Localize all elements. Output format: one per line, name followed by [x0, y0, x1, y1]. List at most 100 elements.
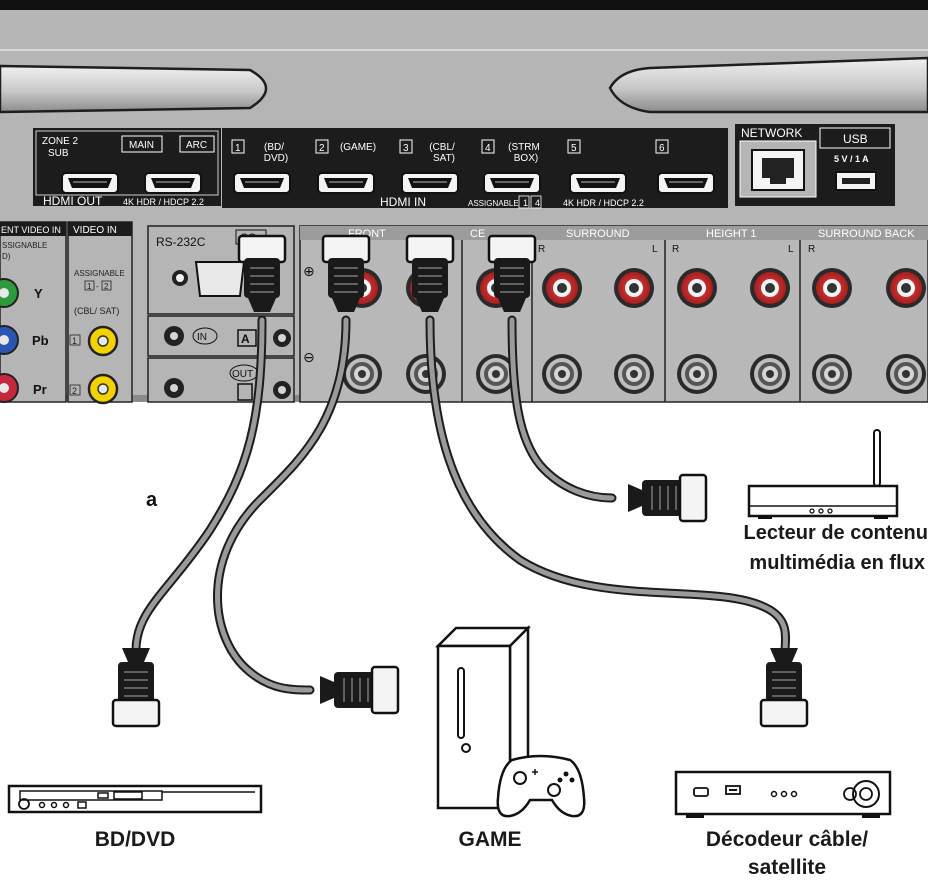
hdmi-out-hdr-label: 4K HDR / HDCP 2.2 — [123, 197, 204, 207]
video-assignable: ASSIGNABLE — [74, 269, 125, 278]
sub-label: SUB — [48, 148, 69, 159]
video-in-section: VIDEO IN ASSIGNABLE 1 - 2 (CBL/ SAT) 1 2 — [67, 221, 133, 405]
hdmi-in-port-6[interactable] — [657, 172, 715, 194]
usb-label: USB — [843, 132, 868, 146]
arc-label: ARC — [186, 140, 207, 151]
height1-l-minus-terminal[interactable] — [750, 354, 790, 394]
cable-game — [213, 315, 351, 695]
cable-streaming — [507, 315, 617, 503]
hdmi-in-name-line2-3: SAT) — [433, 153, 455, 164]
hdmi-out-sub-port[interactable] — [61, 172, 119, 194]
hdmi-out-label: HDMI OUT — [43, 194, 103, 208]
video-jack2-label: 2 — [72, 386, 77, 396]
cable-sat-box-icon[interactable] — [674, 770, 892, 818]
assignable-label: ASSIGNABLE — [468, 199, 519, 208]
streaming-label-line1: Lecteur de contenu — [743, 522, 928, 544]
minus-label: ⊖ — [303, 349, 315, 365]
cable-sat-label-line2: satellite — [747, 856, 827, 879]
hdmi-in-port-1[interactable] — [233, 172, 291, 194]
hdmi-in-number-5: 5 — [571, 143, 577, 154]
surround-back-r-minus-terminal[interactable] — [812, 354, 852, 394]
surround-back-label: SURROUND BACK — [818, 228, 915, 240]
video-range-a: 1 — [87, 282, 92, 291]
height1-r-minus-terminal[interactable] — [677, 354, 717, 394]
surround-back-l-plus-terminal[interactable] — [886, 268, 926, 308]
surround-l-minus-terminal[interactable] — [614, 354, 654, 394]
front-l-minus-terminal[interactable] — [406, 354, 446, 394]
hdmi-in-name-line2-4: BOX) — [514, 153, 538, 164]
rs232c-port[interactable] — [194, 261, 246, 297]
component-video-label: ENT VIDEO IN — [1, 225, 61, 235]
height1-r-plus-terminal[interactable] — [677, 268, 717, 308]
hdmi-in-port-4[interactable] — [483, 172, 541, 194]
wifi-antenna-left-icon — [0, 64, 268, 114]
cable-marker-label: a — [146, 489, 158, 511]
component-d-label: D) — [2, 252, 11, 261]
hdmi-in-hdr-label: 4K HDR / HDCP 2.2 — [563, 198, 644, 208]
hdmi-in-port-2[interactable] — [317, 172, 375, 194]
hdmi-in-number-1: 1 — [235, 143, 241, 154]
cable-sat-label-line1: Décodeur câble/ — [705, 828, 869, 851]
surround-back-r-plus-terminal[interactable] — [812, 268, 852, 308]
game-controller-icon — [496, 754, 586, 818]
video-jack1-label: 1 — [72, 336, 77, 346]
height1-label: HEIGHT 1 — [706, 228, 757, 240]
component-pr-label: Pr — [33, 382, 47, 397]
ethernet-icon — [762, 158, 794, 184]
hdmi-in-number-3: 3 — [403, 143, 409, 154]
ir-in-label: IN — [197, 332, 207, 343]
hdmi-cables — [131, 315, 791, 695]
hdmi-in-port-5[interactable] — [569, 172, 627, 194]
plus-label: ⊕ — [303, 263, 315, 279]
hdmi-in-number-2: 2 — [319, 143, 325, 154]
svg-text:A: A — [241, 332, 250, 346]
rs232c-section: RS-232C CO IN OUT A — [147, 225, 295, 403]
surround-l-plus-terminal[interactable] — [614, 268, 654, 308]
cable-cable-sat — [425, 315, 791, 657]
video-in-label: VIDEO IN — [73, 225, 117, 236]
zone2-label: ZONE 2 — [42, 136, 79, 147]
streaming-label-line2: multimédia en flux — [749, 552, 925, 574]
component-video-section: ENT VIDEO IN SSIGNABLE D) Y Pb Pr — [0, 221, 67, 403]
hdmi-in-name-line1-4: (STRM — [508, 142, 540, 153]
height1-l-plus-terminal[interactable] — [750, 268, 790, 308]
wifi-antenna-right-icon — [608, 56, 928, 114]
hdmi-in-name-line2-1: DVD) — [264, 153, 288, 164]
main-label: MAIN — [129, 140, 154, 151]
surround-back-r-label: R — [808, 244, 815, 255]
streaming-player-icon[interactable] — [747, 429, 899, 519]
hdmi-in-number-4: 4 — [485, 143, 491, 154]
surround-back-l-minus-terminal[interactable] — [886, 354, 926, 394]
hdmi-plug-end-streaming — [626, 473, 708, 523]
surround-r-label: R — [538, 244, 545, 255]
front-r-minus-terminal[interactable] — [342, 354, 382, 394]
surround-r-plus-terminal[interactable] — [542, 268, 582, 308]
hdmi-out-main-port[interactable] — [144, 172, 202, 194]
svg-text:-: - — [96, 282, 99, 291]
rs232c-label: RS-232C — [156, 235, 206, 249]
component-assignable: SSIGNABLE — [2, 241, 47, 250]
assignable-range-from: 1 — [523, 198, 528, 208]
speaker-terminals-section: FRONT CE SURROUND HEIGHT 1 SURROUND BACK… — [299, 225, 928, 403]
assignable-range-to: 4 — [535, 198, 540, 208]
cable-bd-dvd — [131, 315, 267, 655]
bd-dvd-player-icon[interactable] — [7, 784, 263, 814]
hdmi-plug-end-game — [318, 665, 400, 715]
bd-dvd-label: BD/DVD — [94, 828, 176, 851]
usb-rating: 5 V / 1 A — [834, 154, 869, 164]
hdmi-in-name-line1-2: (GAME) — [340, 142, 376, 153]
hdmi-in-name-line1-3: (CBL/ — [429, 142, 455, 153]
hdmi-plug-end-cable-sat — [759, 646, 809, 728]
hdmi-in-number-6: 6 — [659, 143, 665, 154]
component-y-label: Y — [34, 286, 43, 301]
hdmi-in-port-3[interactable] — [401, 172, 459, 194]
network-label: NETWORK — [741, 126, 802, 140]
network-usb-section: NETWORK USB 5 V / 1 A — [735, 124, 895, 206]
component-pb-label: Pb — [32, 333, 49, 348]
center-label: CE — [470, 228, 485, 240]
hdmi-in-label: HDMI IN — [380, 195, 426, 209]
surround-r-minus-terminal[interactable] — [542, 354, 582, 394]
